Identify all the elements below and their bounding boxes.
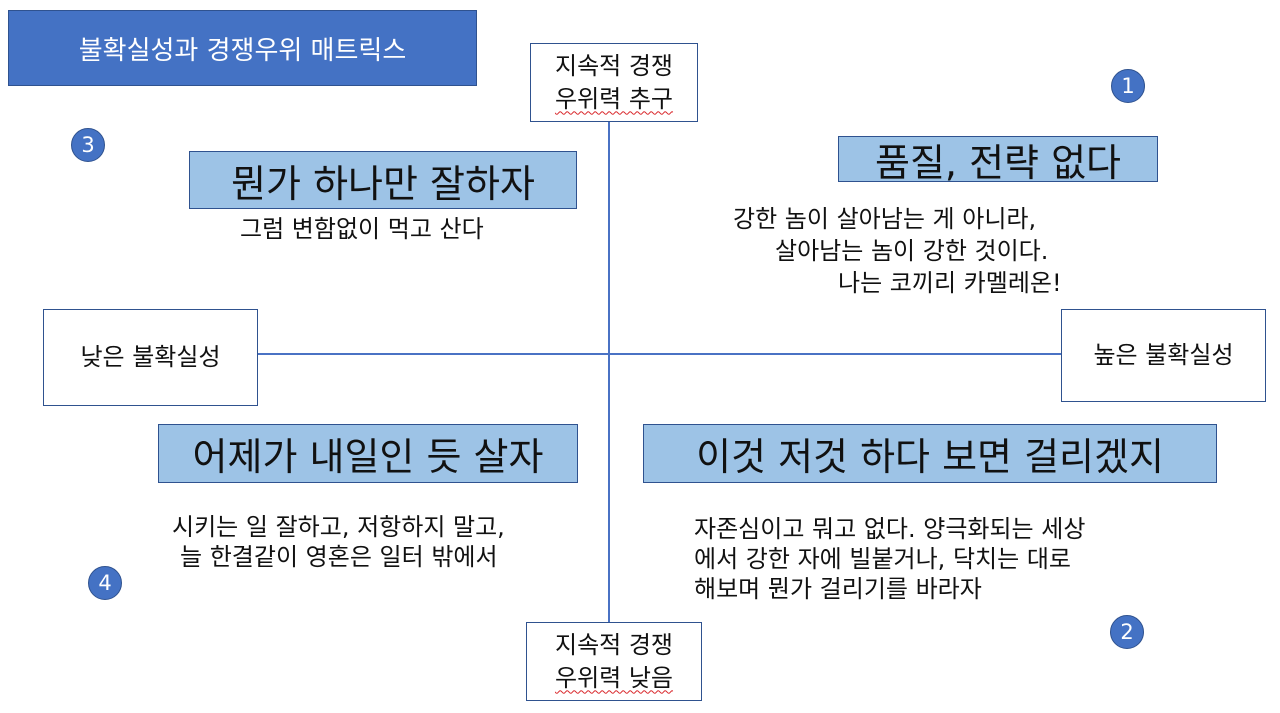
quadrant-1-line-3: 나는 코끼리 카멜레온!	[838, 269, 1062, 297]
horizontal-axis-line	[256, 353, 1062, 355]
axis-label-left-text: 낮은 불확실성	[80, 343, 221, 372]
quadrant-2-line-1: 자존심이고 뭐고 없다. 양극화되는 세상	[694, 515, 1086, 543]
quadrant-1-headline: 품질, 전략 없다	[838, 136, 1158, 185]
quadrant-2-badge: 2	[1110, 615, 1144, 649]
axis-label-bottom-line1: 지속적 경쟁	[554, 631, 674, 660]
quadrant-1-badge: 1	[1111, 69, 1145, 103]
quadrant-2-line-3: 해보며 뭔가 걸리기를 바라자	[694, 575, 982, 603]
axis-label-right: 높은 불확실성	[1061, 309, 1266, 402]
quadrant-3-headline: 뭔가 하나만 잘하자	[189, 151, 577, 209]
quadrant-1-line-2: 살아남는 놈이 강한 것이다.	[775, 237, 1049, 265]
quadrant-4-line-1: 시키는 일 잘하고, 저항하지 말고,	[172, 513, 505, 541]
axis-label-top-line2: 우위력 추구	[554, 84, 674, 113]
axis-label-top: 지속적 경쟁 우위력 추구	[530, 43, 698, 122]
quadrant-2-line-2: 에서 강한 자에 빌붙거나, 닥치는 대로	[694, 545, 1071, 573]
diagram-title: 불확실성과 경쟁우위 매트릭스	[8, 10, 477, 86]
quadrant-4-headline: 어제가 내일인 듯 살자	[158, 424, 578, 483]
quadrant-1-line-1: 강한 놈이 살아남는 게 아니라,	[733, 205, 1037, 233]
quadrant-4-badge: 4	[88, 566, 122, 600]
quadrant-3-badge: 3	[71, 128, 105, 162]
axis-label-bottom: 지속적 경쟁 우위력 낮음	[526, 622, 702, 701]
axis-label-top-line1: 지속적 경쟁	[554, 52, 674, 81]
axis-label-bottom-line2: 우위력 낮음	[554, 663, 674, 692]
axis-label-left: 낮은 불확실성	[43, 309, 258, 406]
quadrant-3-line-1: 그럼 변함없이 먹고 산다	[240, 215, 484, 243]
quadrant-2-headline: 이것 저것 하다 보면 걸리겠지	[643, 424, 1217, 483]
vertical-axis-line	[608, 121, 610, 623]
quadrant-4-line-2: 늘 한결같이 영혼은 일터 밖에서	[180, 543, 498, 571]
axis-label-right-text: 높은 불확실성	[1093, 341, 1234, 370]
